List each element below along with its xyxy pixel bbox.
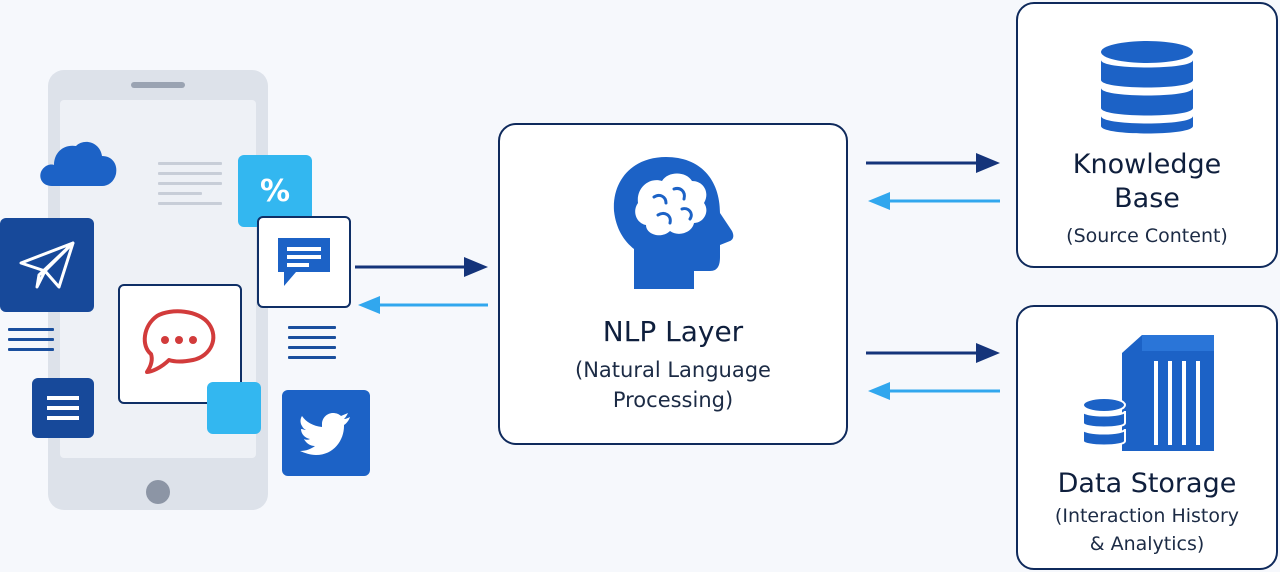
ds-subtitle-line2: & Analytics): [1089, 533, 1205, 555]
right-text-lines: [288, 326, 336, 366]
data-storage-box: Data Storage (Interaction History & Anal…: [1016, 305, 1278, 570]
brain-head-icon: [613, 157, 734, 289]
light-square-tile: [207, 382, 261, 434]
server-icon: [1082, 335, 1214, 451]
phone-home-button: [146, 480, 170, 504]
paper-plane-tile: [0, 218, 94, 312]
percent-icon: %: [259, 173, 291, 209]
screen-text-lines: [158, 162, 222, 212]
nlp-subtitle: (Natural Language Processing): [500, 355, 846, 415]
message-card: [257, 216, 351, 308]
ds-title: Data Storage: [1057, 468, 1237, 499]
message-icon: [278, 238, 330, 286]
list-icon: [47, 396, 79, 420]
nlp-ds-arrows: [866, 343, 1000, 400]
kb-title-line1: Knowledge: [1072, 149, 1222, 180]
nlp-subtitle-line2: Processing): [612, 388, 734, 412]
phone-nlp-arrows: [355, 257, 488, 314]
phone-speaker: [131, 82, 185, 88]
twitter-bird-icon: [300, 413, 350, 455]
ds-subtitle: (Interaction History & Analytics): [1018, 502, 1276, 558]
paper-plane-icon: [19, 241, 75, 289]
left-text-lines: [8, 328, 54, 358]
kb-title: Knowledge Base: [1018, 148, 1276, 216]
chat-bubble-icon: [142, 309, 216, 374]
nlp-layer-box: NLP Layer (Natural Language Processing): [498, 123, 848, 445]
twitter-tile: [282, 390, 370, 476]
kb-subtitle: (Source Content): [1066, 225, 1228, 247]
list-tile: [32, 378, 94, 438]
nlp-subtitle-line1: (Natural Language: [575, 358, 771, 382]
cloud-icon: [38, 132, 118, 194]
knowledge-base-box: Knowledge Base (Source Content): [1016, 2, 1278, 268]
percent-tile: %: [238, 155, 312, 227]
nlp-kb-arrows: [866, 153, 1000, 210]
nlp-title: NLP Layer: [602, 315, 744, 348]
kb-title-line2: Base: [1114, 183, 1180, 214]
ds-subtitle-line1: (Interaction History: [1054, 505, 1240, 527]
database-icon: [1101, 41, 1193, 134]
